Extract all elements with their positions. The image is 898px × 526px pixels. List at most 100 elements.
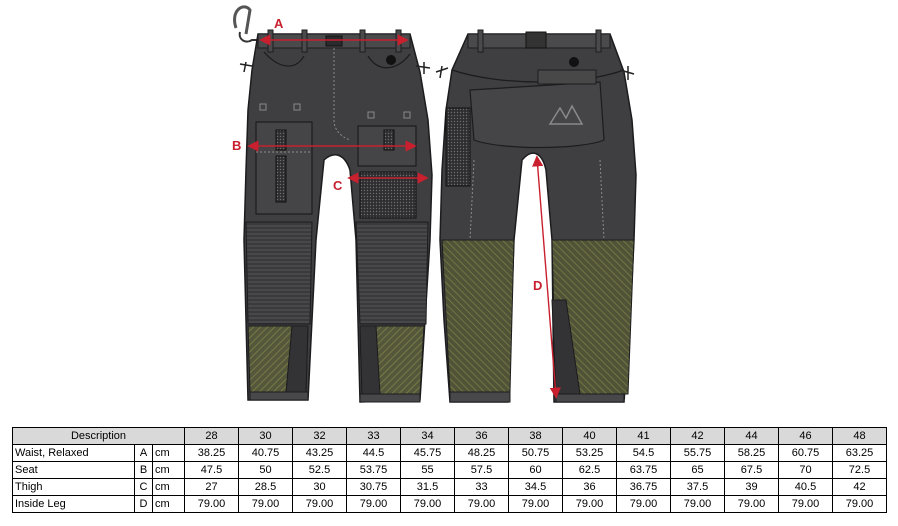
table-cell: 38.25: [184, 444, 239, 462]
table-cell: 65: [670, 461, 725, 479]
table-cell: 40.75: [238, 444, 293, 462]
table-cell: 79.00: [508, 495, 563, 513]
dimension-c: C: [333, 172, 429, 193]
description-header: Description: [12, 427, 185, 445]
table-cell: 36: [562, 478, 617, 496]
table-cell: 53.75: [346, 461, 401, 479]
row-code: C: [134, 478, 153, 496]
table-cell: 42: [832, 478, 887, 496]
table-cell: 58.25: [724, 444, 779, 462]
table-cell: 70: [778, 461, 833, 479]
trousers-illustration: A B C D: [232, 5, 637, 403]
dimension-label-d: D: [533, 278, 542, 293]
table-cell: 79.00: [184, 495, 239, 513]
table-cell: 79.00: [238, 495, 293, 513]
table-cell: 50.75: [508, 444, 563, 462]
size-header: 33: [346, 427, 401, 445]
row-label: Inside Leg: [12, 495, 135, 513]
dimension-label-c: C: [333, 178, 343, 193]
table-cell: 44.5: [346, 444, 401, 462]
table-cell: 39: [724, 478, 779, 496]
row-code: B: [134, 461, 153, 479]
table-cell: 27: [184, 478, 239, 496]
size-header: 30: [238, 427, 293, 445]
table-cell: 30.75: [346, 478, 401, 496]
table-cell: 50: [238, 461, 293, 479]
dimension-b: B: [232, 138, 417, 153]
size-header: 38: [508, 427, 563, 445]
table-cell: 36.75: [616, 478, 671, 496]
table-cell: 67.5: [724, 461, 779, 479]
table-cell: 43.25: [292, 444, 347, 462]
table-cell: 79.00: [778, 495, 833, 513]
size-header: 32: [292, 427, 347, 445]
table-cell: 79.00: [346, 495, 401, 513]
row-code: A: [134, 444, 153, 462]
row-unit: cm: [152, 444, 185, 462]
size-header: 42: [670, 427, 725, 445]
table-cell: 79.00: [616, 495, 671, 513]
back-view: [435, 29, 637, 403]
table-cell: 34.5: [508, 478, 563, 496]
size-header: 44: [724, 427, 779, 445]
table-cell: 53.25: [562, 444, 617, 462]
front-knee-panel-left: [245, 221, 313, 325]
table-cell: 79.00: [670, 495, 725, 513]
table-cell: 48.25: [454, 444, 509, 462]
dimension-label-a: A: [274, 16, 284, 31]
size-header: 36: [454, 427, 509, 445]
dimension-d: D: [532, 155, 561, 399]
size-header: 41: [616, 427, 671, 445]
brand-logo-icon: [548, 104, 584, 125]
table-cell: 55: [400, 461, 455, 479]
front-view: [233, 5, 433, 403]
table-cell: 79.00: [454, 495, 509, 513]
back-button-icon: [569, 57, 579, 67]
row-label: Seat: [12, 461, 135, 479]
size-header: 28: [184, 427, 239, 445]
carabiner-icon: [233, 5, 252, 35]
table-cell: 63.25: [832, 444, 887, 462]
size-header: 34: [400, 427, 455, 445]
table-cell: 45.75: [400, 444, 455, 462]
row-label: Thigh: [12, 478, 135, 496]
table-cell: 72.5: [832, 461, 887, 479]
table-cell: 31.5: [400, 478, 455, 496]
table-cell: 40.5: [778, 478, 833, 496]
back-pocket: [469, 81, 605, 149]
table-cell: 60: [508, 461, 563, 479]
row-unit: cm: [152, 461, 185, 479]
back-calf-patch-left: [441, 239, 515, 393]
table-cell: 55.75: [670, 444, 725, 462]
dimension-label-b: B: [232, 138, 241, 153]
row-unit: cm: [152, 478, 185, 496]
front-button-icon: [386, 55, 396, 65]
row-label: Waist, Relaxed: [12, 444, 135, 462]
table-cell: 79.00: [400, 495, 455, 513]
dimension-a: A: [259, 16, 409, 46]
table-cell: 54.5: [616, 444, 671, 462]
size-header: 40: [562, 427, 617, 445]
table-cell: 52.5: [292, 461, 347, 479]
size-header: 48: [832, 427, 887, 445]
size-header: 46: [778, 427, 833, 445]
table-cell: 79.00: [562, 495, 617, 513]
table-cell: 79.00: [724, 495, 779, 513]
table-cell: 79.00: [832, 495, 887, 513]
row-unit: cm: [152, 495, 185, 513]
table-cell: 57.5: [454, 461, 509, 479]
table-cell: 62.5: [562, 461, 617, 479]
table-cell: 30: [292, 478, 347, 496]
table-cell: 37.5: [670, 478, 725, 496]
table-cell: 60.75: [778, 444, 833, 462]
row-code: D: [134, 495, 153, 513]
front-knee-panel-right: [355, 221, 429, 325]
table-cell: 63.75: [616, 461, 671, 479]
table-cell: 28.5: [238, 478, 293, 496]
